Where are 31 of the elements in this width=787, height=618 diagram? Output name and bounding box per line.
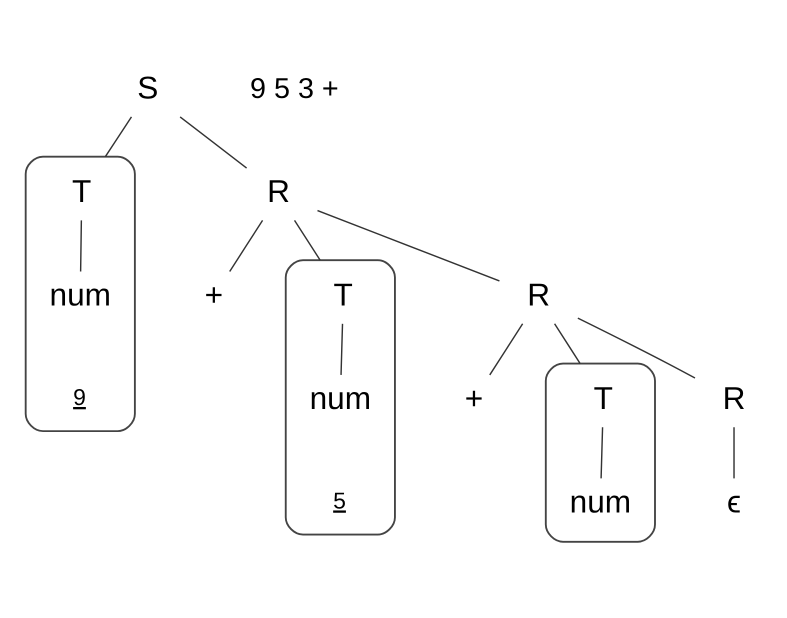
connector	[340, 324, 344, 375]
node-text: T	[594, 380, 613, 416]
node-text: T	[334, 276, 353, 313]
node-text: +	[464, 380, 484, 416]
cluster	[284, 259, 396, 536]
connector	[554, 323, 581, 364]
connector	[80, 220, 82, 272]
connector	[733, 427, 735, 478]
connector	[578, 317, 696, 379]
connector	[600, 427, 604, 478]
node-text: +	[204, 276, 224, 313]
connector	[229, 220, 264, 272]
connector	[317, 210, 500, 282]
node-label: 9	[73, 384, 86, 410]
node-text: R	[527, 276, 550, 313]
cluster	[24, 156, 136, 432]
connector	[180, 116, 248, 169]
node-text: ϵ	[727, 483, 741, 520]
node-text: S	[137, 70, 158, 106]
node-text: R	[267, 173, 290, 210]
connector	[294, 220, 321, 261]
node-text: R	[722, 380, 746, 416]
node-text: T	[72, 173, 92, 210]
node-label: 5	[333, 487, 346, 514]
node-text: num	[310, 380, 372, 416]
node-text: num	[50, 276, 112, 313]
connector	[104, 116, 132, 158]
label: 9 5 3 +	[250, 72, 339, 105]
connector	[489, 323, 524, 376]
node-text: num	[570, 483, 632, 520]
cluster	[544, 362, 656, 543]
